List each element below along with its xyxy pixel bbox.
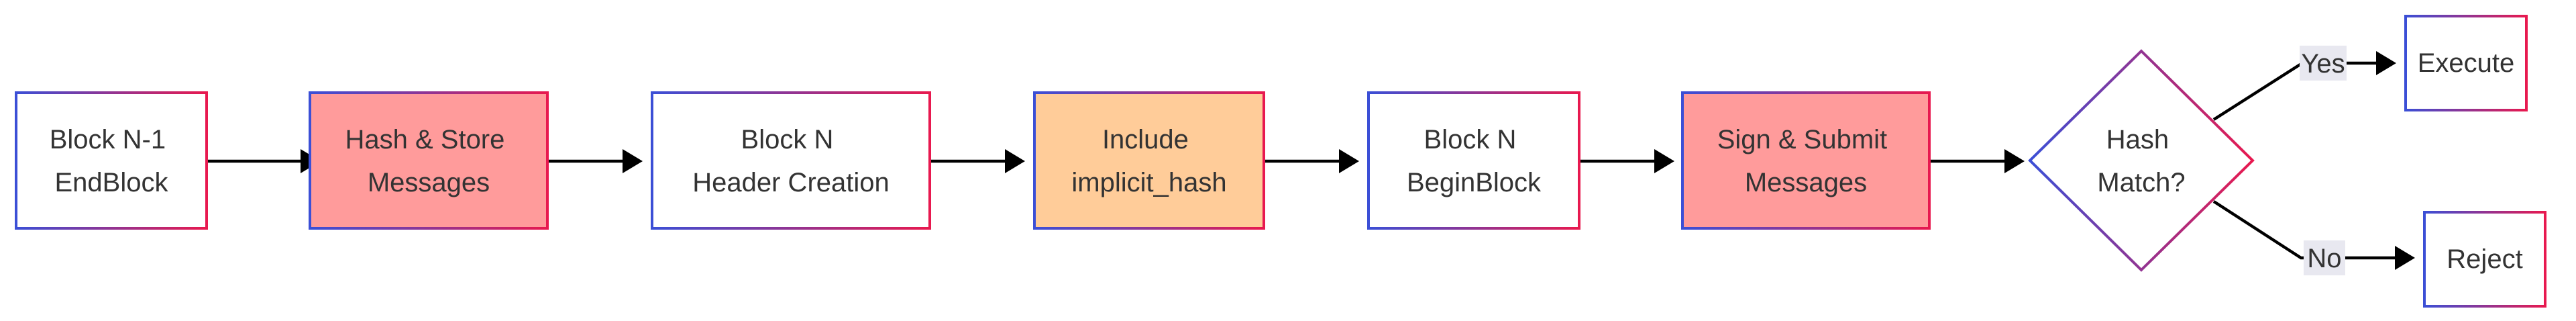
node-block-n-header-creation[interactable]: Block N Header Creation	[651, 91, 931, 230]
node-box	[309, 91, 549, 230]
node-label: Hash Match?	[2097, 125, 2185, 197]
node-box	[1367, 91, 1580, 230]
node-label: Reject	[2447, 244, 2522, 274]
edge-labels: Yes No	[2300, 46, 2347, 275]
node-block-n-1-endblock[interactable]: Block N-1 EndBlock	[15, 91, 208, 230]
arrowhead-icon	[623, 149, 643, 173]
node-box	[2423, 211, 2546, 308]
node-box	[651, 91, 931, 230]
node-reject[interactable]: Reject	[2423, 211, 2546, 308]
node-box	[15, 91, 208, 230]
arrowhead-icon	[2395, 246, 2415, 270]
node-box	[2404, 15, 2528, 111]
edge-label-yes-background	[2300, 46, 2347, 81]
node-label: Block N-1 EndBlock	[50, 125, 174, 197]
node-execute[interactable]: Execute	[2404, 15, 2528, 111]
edge-decision-to-execute	[2212, 61, 2376, 121]
nodes: Block N-1 EndBlock Hash & Store Messages…	[15, 15, 2546, 308]
edge-label-no: No	[2307, 244, 2341, 273]
arrowhead-icon	[1005, 149, 1025, 173]
node-hash-match-decision[interactable]: Hash Match?	[2028, 49, 2255, 272]
node-label: Block N Header Creation	[692, 125, 890, 197]
node-label: Include implicit_hash	[1071, 125, 1226, 197]
node-include-implicit-hash[interactable]: Include implicit_hash	[1033, 91, 1265, 230]
arrowhead-icon	[1339, 149, 1359, 173]
arrowhead-icon	[2376, 51, 2396, 75]
node-block-n-beginblock[interactable]: Block N BeginBlock	[1367, 91, 1580, 230]
node-label: Execute	[2418, 48, 2515, 78]
node-box	[1681, 91, 1931, 230]
node-hash-store-messages[interactable]: Hash & Store Messages	[309, 91, 549, 230]
edge-label-no-background	[2304, 240, 2345, 275]
decision-diamond	[2028, 49, 2255, 272]
arrowhead-icon	[1654, 149, 1674, 173]
node-box	[1033, 91, 1265, 230]
edge-decision-to-reject	[2212, 200, 2395, 260]
node-label: Block N BeginBlock	[1407, 125, 1542, 197]
node-label: Hash & Store Messages	[345, 125, 512, 197]
node-label: Sign & Submit Messages	[1717, 125, 1895, 197]
edge-label-yes: Yes	[2301, 49, 2345, 79]
node-sign-submit-messages[interactable]: Sign & Submit Messages	[1681, 91, 1931, 230]
arrowhead-icon	[2004, 149, 2025, 173]
